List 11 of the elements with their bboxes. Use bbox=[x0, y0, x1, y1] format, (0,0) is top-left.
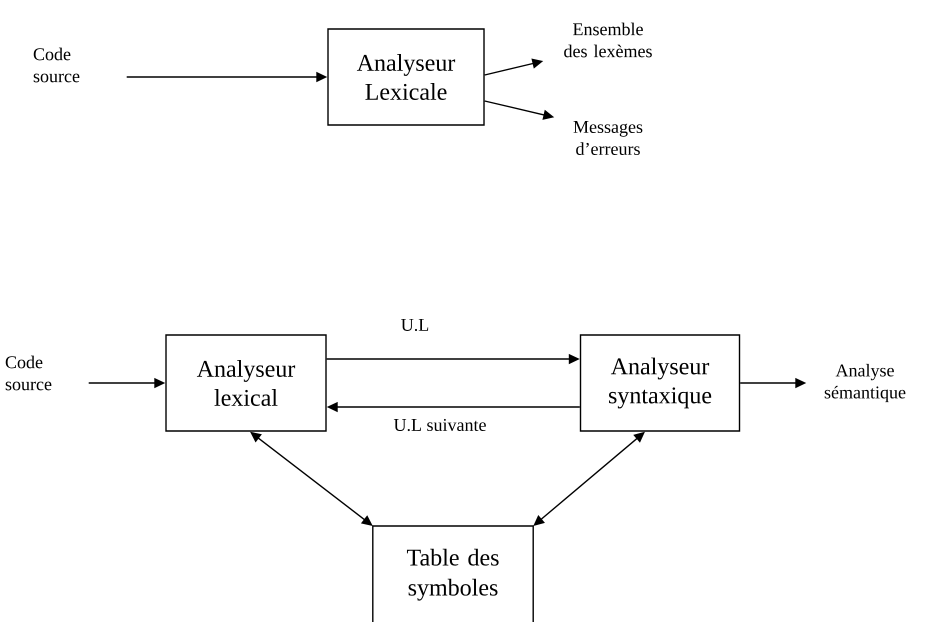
text-label: Code source bbox=[6, 356, 52, 390]
edge-label: U.L suivante bbox=[392, 418, 488, 432]
text-label: Ensemble des lexèmes bbox=[564, 22, 652, 58]
process-box: Analyseur lexical bbox=[165, 334, 327, 432]
text-label: Code source bbox=[34, 48, 80, 82]
process-box: Analyseur syntaxique bbox=[580, 334, 740, 432]
text-label: Messages d’erreurs bbox=[574, 121, 642, 155]
text-label: Analyse sémantique bbox=[824, 364, 906, 402]
process-box: Table des symboles bbox=[372, 525, 534, 622]
edge-label: U.L bbox=[400, 318, 430, 332]
process-box: Analyseur Lexicale bbox=[327, 28, 485, 126]
